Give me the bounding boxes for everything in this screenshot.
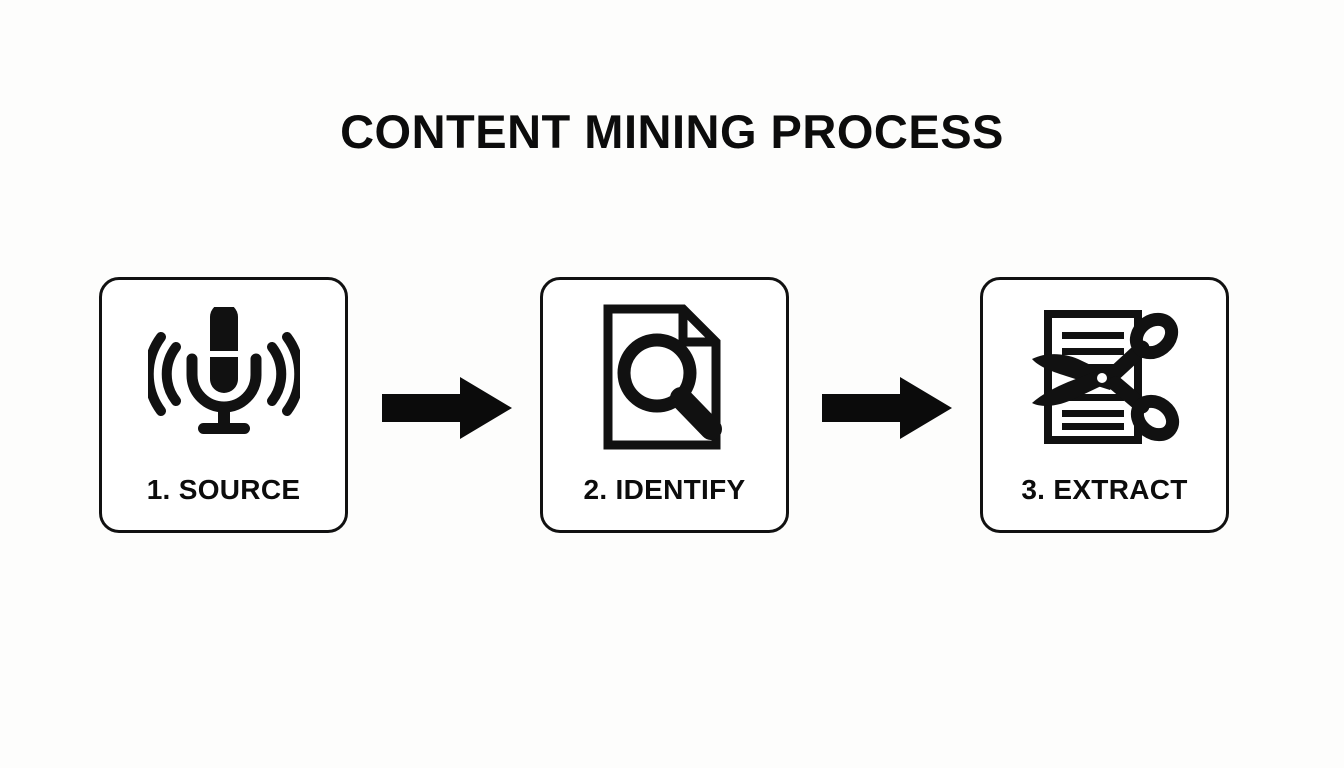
page-title: CONTENT MINING PROCESS xyxy=(340,105,1004,158)
step-card-identify[interactable]: 2. IDENTIFY xyxy=(540,277,789,533)
step-label-source: 1. SOURCE xyxy=(146,474,301,505)
step-label-extract: 3. EXTRACT xyxy=(1021,474,1188,505)
step-card-source[interactable]: 1. SOURCE xyxy=(99,277,348,533)
arrow-right-icon xyxy=(382,377,512,439)
document-magnifier-icon xyxy=(543,302,786,452)
arrow-right-icon xyxy=(822,377,952,439)
microphone-icon xyxy=(102,302,345,452)
process-flow-row: 1. SOURCE 2. IDENTIFY xyxy=(99,277,1232,534)
document-scissors-icon xyxy=(983,302,1226,452)
step-card-extract[interactable]: 3. EXTRACT xyxy=(980,277,1229,533)
step-label-identify: 2. IDENTIFY xyxy=(583,474,746,505)
